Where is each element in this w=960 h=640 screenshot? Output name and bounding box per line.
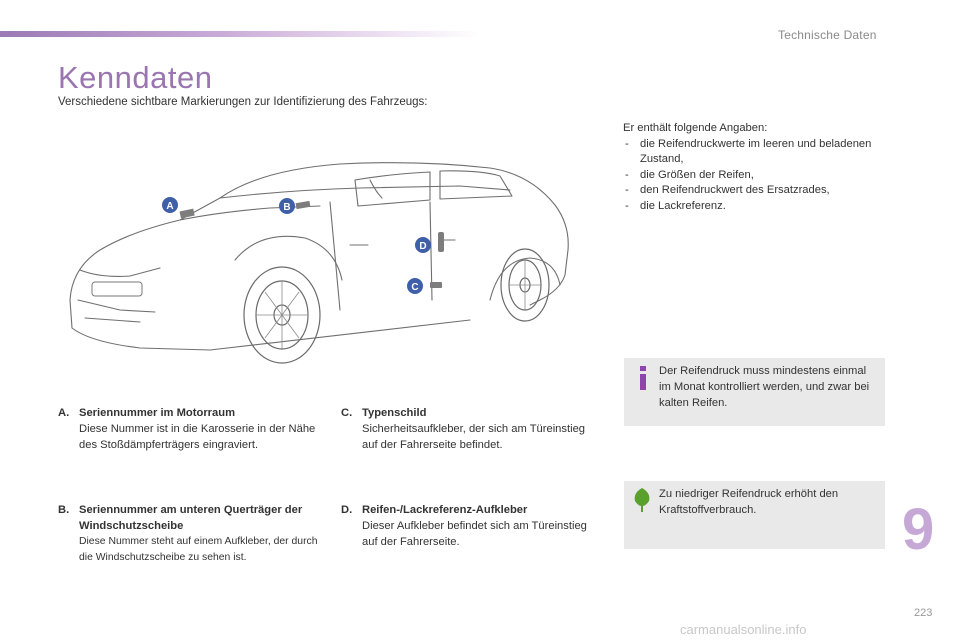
- entry-body: Diese Nummer ist in die Karosserie in de…: [79, 423, 316, 451]
- entry-heading: Seriennummer am unteren Querträger der W…: [79, 504, 303, 532]
- marker-b-label: B: [283, 202, 290, 213]
- entry-letter: B.: [58, 504, 70, 516]
- info-box-fuel-consumption: Zu niedriger Reifendruck erhöht den Kraf…: [624, 481, 885, 549]
- entry-heading: Seriennummer im Motorraum: [79, 407, 236, 419]
- marker-c-label: C: [411, 282, 418, 293]
- marker-c: C: [407, 278, 423, 294]
- list-item: die Reifendruckwerte im leeren und belad…: [623, 137, 893, 168]
- watermark: carmanualsonline.info: [680, 622, 807, 637]
- chapter-number: 9: [902, 497, 935, 562]
- marker-d: D: [415, 237, 431, 253]
- page-title: Kenndaten: [58, 60, 213, 95]
- marker-a-label: A: [166, 201, 173, 212]
- marker-d-label: D: [419, 241, 426, 252]
- entry-letter: C.: [341, 407, 353, 419]
- list-item: die Größen der Reifen,: [623, 168, 893, 184]
- info-box-tire-pressure: Der Reifendruck muss mindestens einmal i…: [624, 358, 885, 426]
- info-icon: [640, 366, 646, 390]
- right-column-intro: Er enthält folgende Angaben:: [623, 122, 768, 134]
- entry-heading: Typenschild: [362, 407, 427, 419]
- car-illustration: A B C D: [69, 162, 569, 364]
- page-number: 223: [914, 607, 933, 619]
- list-item: die Lackreferenz.: [623, 199, 893, 215]
- entry-d: D. Reifen-/Lackreferenz-Aufkleber Dieser…: [341, 502, 601, 550]
- eco-leaf-icon: [634, 488, 650, 512]
- marker-b: B: [279, 198, 295, 214]
- info-box-text: Der Reifendruck muss mindestens einmal i…: [659, 365, 870, 409]
- entry-letter: A.: [58, 407, 70, 419]
- right-column: Er enthält folgende Angaben: die Reifend…: [623, 121, 893, 215]
- list-item: den Reifendruckwert des Ersatzrades,: [623, 183, 893, 199]
- page-intro: Verschiedene sichtbare Markierungen zur …: [58, 96, 428, 108]
- header-accent-bar: [0, 31, 480, 37]
- entry-heading: Reifen-/Lackreferenz-Aufkleber: [362, 504, 528, 516]
- marker-a: A: [162, 197, 178, 213]
- info-box-text: Zu niedriger Reifendruck erhöht den Kraf…: [659, 488, 839, 516]
- entry-body: Dieser Aufkleber befindet sich am Türein…: [362, 520, 587, 548]
- section-title: Technische Daten: [778, 28, 877, 42]
- entry-body: Sicherheitsaufkleber, der sich am Türein…: [362, 423, 586, 451]
- right-column-list: die Reifendruckwerte im leeren und belad…: [623, 137, 893, 215]
- entry-c: C. Typenschild Sicherheitsaufkleber, der…: [341, 405, 601, 453]
- entry-body: Diese Nummer steht auf einem Aufkleber, …: [79, 536, 318, 563]
- entry-b: B. Seriennummer am unteren Querträger de…: [58, 502, 328, 566]
- entry-a: A. Seriennummer im Motorraum Diese Numme…: [58, 405, 328, 453]
- entry-letter: D.: [341, 504, 353, 516]
